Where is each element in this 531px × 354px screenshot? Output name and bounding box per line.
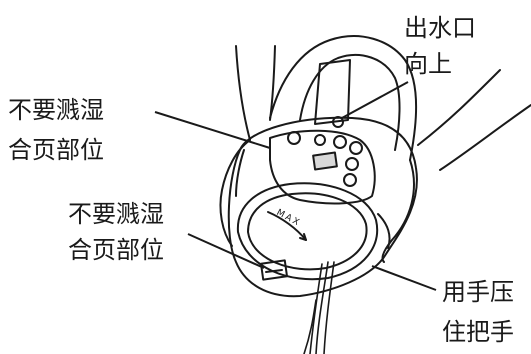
hinge-bottom-label-line2: 合页部位 [68,236,164,264]
kettle-lid-rim [236,182,379,281]
panel-button-4 [345,157,359,171]
kettle-handle [269,35,418,161]
press-label-line2: 住把手 [442,318,514,346]
kettle-lid-inner [247,192,368,271]
panel-button-1 [287,131,301,145]
leader-hinge-top [154,111,271,149]
handle-grip-panel [314,59,351,125]
press-label-line1: 用手压 [442,278,514,306]
hinge-top-label-line2: 合页部位 [8,136,104,164]
hinge-tab-slot [265,269,283,273]
outlet-label-line1: 出水口 [404,14,476,42]
panel-button-2 [333,135,347,149]
control-panel [269,129,376,205]
outlet-label-line2: 向上 [404,50,452,78]
panel-button-5 [343,173,357,187]
max-line [267,211,307,241]
kettle-handle-inner [299,53,401,151]
left-hand [219,139,251,247]
arrow-icon [299,233,307,241]
panel-button-6 [314,134,326,146]
right-hand-thumb [377,213,391,249]
water-stream-icon [303,261,335,354]
right-arm [417,69,501,146]
leader-lines [154,81,437,291]
hinge-top-label-line1: 不要溅湿 [8,96,104,124]
max-mark: MAX [275,208,303,229]
kettle-illustration [219,35,531,354]
left-arm-upper [235,45,251,141]
leader-press [371,265,437,291]
display-panel-icon [312,151,338,171]
left-hand-fingers [235,149,245,197]
right-arm-lower [439,104,531,171]
leader-outlet [341,81,409,119]
kettle-body [227,116,418,298]
panel-button-3 [349,141,363,155]
hinge-tab [260,259,288,281]
leader-hinge-bottom [187,233,265,269]
right-hand [381,159,415,263]
hinge-bottom-label-line1: 不要溅湿 [68,200,164,228]
